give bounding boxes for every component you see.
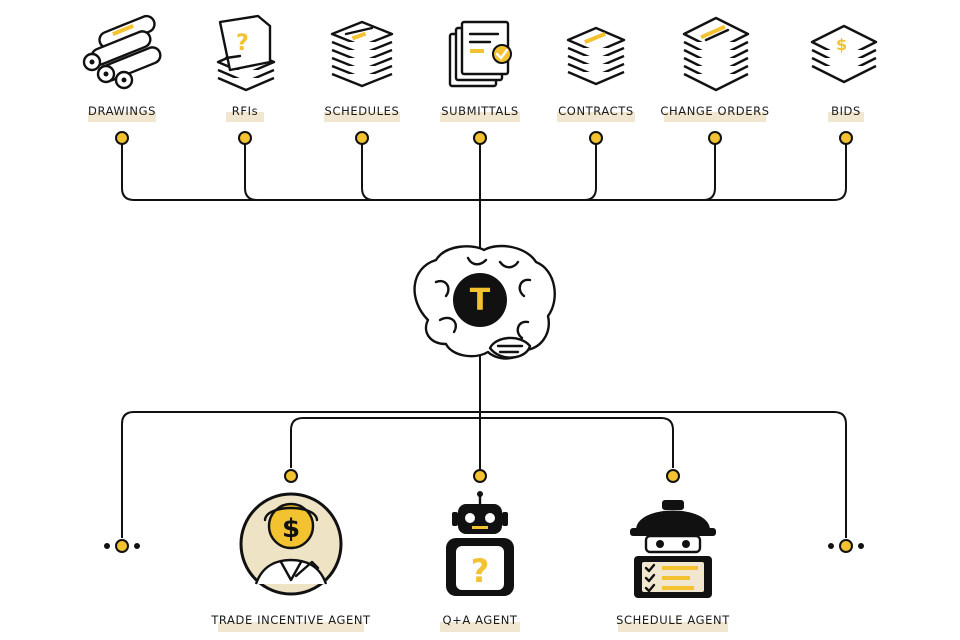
source-labels: DRAWINGS RFIs SCHEDULES SUBMITTALS CONTR… bbox=[88, 104, 864, 122]
label-qa-agent: Q+A AGENT bbox=[442, 613, 517, 627]
label-contracts: CONTRACTS bbox=[558, 104, 634, 118]
node-trade-incentive bbox=[284, 469, 298, 483]
schedules-icon bbox=[330, 20, 394, 88]
node-drawings bbox=[115, 131, 129, 145]
agent-connectors bbox=[121, 355, 847, 538]
label-drawings: DRAWINGS bbox=[88, 104, 156, 118]
node-schedule-agent bbox=[666, 469, 680, 483]
trade-incentive-agent-icon: $ bbox=[239, 492, 343, 596]
node-submittals bbox=[473, 131, 487, 145]
bids-mark: $ bbox=[836, 35, 847, 54]
node-change-orders bbox=[708, 131, 722, 145]
schedule-agent-icon bbox=[630, 500, 716, 598]
label-schedules: SCHEDULES bbox=[325, 104, 400, 118]
trade-mark: $ bbox=[282, 514, 300, 544]
drawings-icon bbox=[82, 14, 162, 90]
rfis-icon: ? bbox=[216, 14, 276, 92]
agent-labels: TRADE INCENTIVE AGENT Q+A AGENT SCHEDULE… bbox=[210, 613, 730, 632]
qa-mark: ? bbox=[471, 552, 490, 590]
node-bids bbox=[839, 131, 853, 145]
label-trade-incentive-agent: TRADE INCENTIVE AGENT bbox=[210, 613, 371, 627]
submittals-icon bbox=[448, 20, 512, 88]
node-more-right bbox=[828, 539, 864, 553]
bids-icon: $ bbox=[810, 24, 878, 84]
change-orders-icon bbox=[682, 16, 750, 92]
label-schedule-agent: SCHEDULE AGENT bbox=[616, 613, 730, 627]
node-rfis bbox=[238, 131, 252, 145]
label-bids: BIDS bbox=[831, 104, 861, 118]
source-connectors bbox=[121, 138, 847, 262]
label-rfis: RFIs bbox=[232, 104, 258, 118]
rfis-mark: ? bbox=[236, 31, 249, 56]
label-submittals: SUBMITTALS bbox=[441, 104, 518, 118]
contracts-icon bbox=[566, 26, 626, 86]
node-schedules bbox=[355, 131, 369, 145]
qa-agent-icon: ? bbox=[446, 491, 514, 596]
node-qa bbox=[473, 469, 487, 483]
label-change-orders: CHANGE ORDERS bbox=[660, 104, 769, 118]
hub-logo-letter: T bbox=[470, 283, 491, 318]
node-more-left bbox=[104, 539, 140, 553]
brain-hub: T bbox=[413, 244, 556, 360]
node-contracts bbox=[589, 131, 603, 145]
